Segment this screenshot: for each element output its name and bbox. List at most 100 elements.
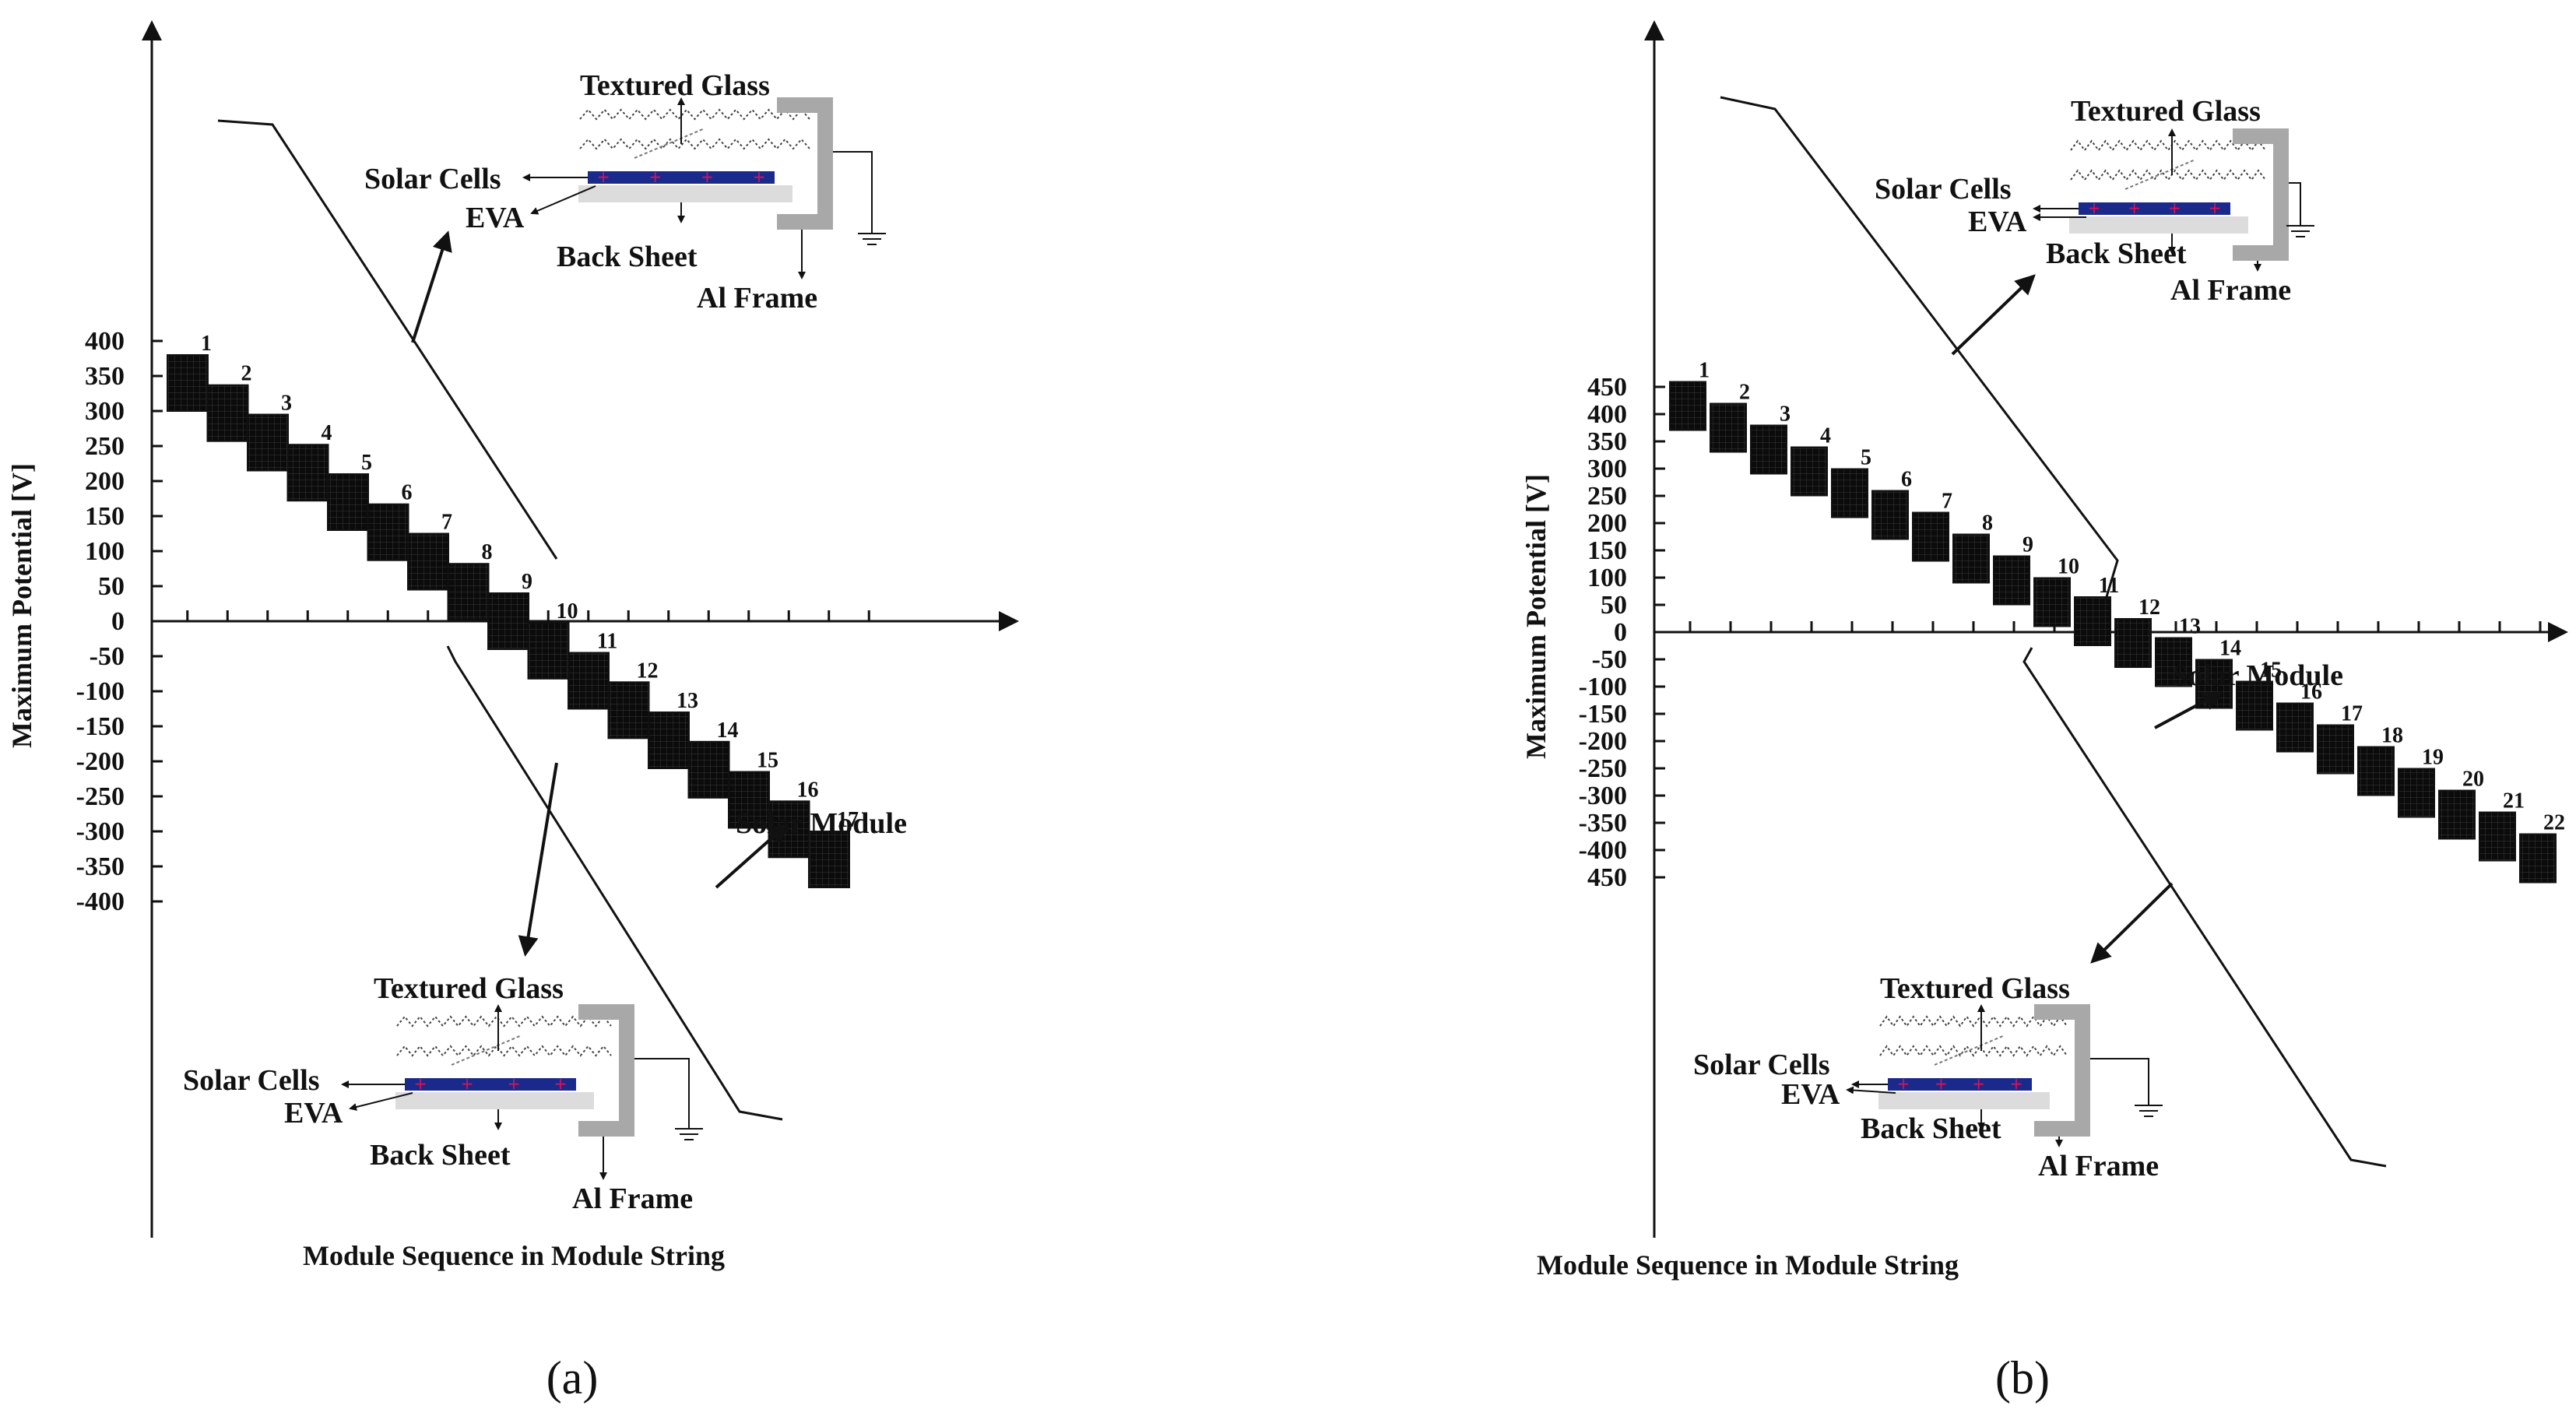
inset-bottom-cell-mark: + <box>1972 1074 1985 1093</box>
y-tick-label: -250 <box>76 782 125 811</box>
inset-top-cell-mark: + <box>2128 199 2141 217</box>
solar-module-marker <box>2276 702 2314 753</box>
module-number: 14 <box>2219 637 2241 661</box>
inset-top-ground-icon <box>2286 225 2314 237</box>
x-axis-title: Module Sequence in Module String <box>303 1240 725 1271</box>
inset-bottom-label-back-sheet: Back Sheet <box>370 1139 511 1172</box>
inset-top-label-eva: EVA <box>1968 206 2027 238</box>
y-tick-label: 400 <box>1587 400 1627 429</box>
module-number: 19 <box>2422 746 2444 770</box>
solar-module-marker <box>1871 490 1909 540</box>
y-tick-label: -350 <box>76 852 125 881</box>
y-tick-label: 0 <box>1614 618 1627 647</box>
arrow-to-bottom-inset <box>2090 882 2174 964</box>
inset-top-cell-mark: + <box>2168 199 2181 217</box>
x-axis-title: Module Sequence in Module String <box>1537 1249 1959 1281</box>
module-number: 15 <box>757 749 778 773</box>
module-number: 14 <box>717 719 739 743</box>
inset-bottom-eva-pointer <box>349 1092 413 1111</box>
solar-module-marker <box>1750 424 1787 475</box>
solar-module-label: Solar Module <box>736 807 907 840</box>
inset-bottom-al-frame <box>2034 1004 2090 1137</box>
inset-top-back-sheet <box>578 185 792 202</box>
y-tick-label: -300 <box>76 817 125 846</box>
inset-bottom-label-solar-cells: Solar Cells <box>183 1064 320 1097</box>
inset-bottom-cell-mark: + <box>414 1074 427 1093</box>
module-number: 20 <box>2462 768 2484 792</box>
solar-module-marker <box>487 592 529 650</box>
inset-top-ground-wire <box>2289 182 2301 226</box>
module-number: 1 <box>1699 359 1710 383</box>
module-number: 15 <box>2260 659 2282 683</box>
y-tick-label: 250 <box>1587 482 1627 511</box>
y-axis-title: Maximum Potential [V] <box>6 463 37 748</box>
inset-bottom-label-al-frame: Al Frame <box>572 1182 693 1215</box>
inset-bottom-back-sheet <box>395 1092 594 1109</box>
module-number: 9 <box>522 570 532 594</box>
inset-top-cell-mark: + <box>2209 199 2222 217</box>
solar-module-marker <box>607 681 650 740</box>
module-number: 16 <box>2300 680 2322 704</box>
panel-b: 450400350300250200150100500-50-100-150-2… <box>1520 20 2568 1404</box>
inset-top-ground-wire <box>833 151 873 234</box>
inset-top-glass-hatch <box>634 128 705 159</box>
inset-top-cell-mark: + <box>701 167 714 186</box>
y-tick-label: 450 <box>1587 863 1627 892</box>
y-tick-label: 350 <box>85 362 125 391</box>
inset-bottom-label-al-frame: Al Frame <box>2038 1150 2159 1182</box>
solar-module-marker <box>1791 446 1828 497</box>
panel-label: (a) <box>546 1352 599 1404</box>
inset-top-label-textured-glass: Textured Glass <box>2071 95 2261 128</box>
module-number: 4 <box>1820 424 1831 448</box>
inset-top-glass-texture-lower <box>579 138 810 150</box>
y-tick-label: -150 <box>76 712 125 741</box>
y-tick-label: -200 <box>1579 727 1627 756</box>
y-tick-label: 100 <box>85 537 125 566</box>
module-number: 4 <box>322 421 332 445</box>
module-number: 21 <box>2503 789 2525 813</box>
inset-bottom-solar-cell-bar <box>1888 1078 2032 1091</box>
solar-module-marker <box>1993 555 2030 606</box>
inset-bottom-cell-mark: + <box>554 1074 568 1093</box>
solar-module-marker <box>2033 577 2071 627</box>
inset-top-solar-cell-bar <box>2079 202 2230 215</box>
module-number: 10 <box>2058 555 2079 579</box>
inset-bottom-solar-cell-bar <box>405 1078 576 1091</box>
inset-top-label-back-sheet: Back Sheet <box>2046 237 2187 270</box>
inset-bottom-cell-mark: + <box>1897 1074 1910 1093</box>
y-tick-label: 200 <box>85 467 125 496</box>
inset-top-glass-texture <box>579 108 810 121</box>
solar-module-marker <box>2074 596 2111 646</box>
module-number: 12 <box>2138 596 2160 620</box>
solar-module-marker <box>2519 833 2557 884</box>
solar-module-marker <box>1710 402 1747 453</box>
y-tick-label: 0 <box>111 607 125 636</box>
y-tick-label: -100 <box>1579 673 1627 701</box>
solar-module-marker <box>367 503 409 561</box>
inset-bottom-label-eva: EVA <box>1781 1078 1840 1111</box>
inset-bottom-glass-hatch <box>1934 1035 2005 1066</box>
inset-top-label-back-sheet: Back Sheet <box>557 241 698 273</box>
module-number: 1 <box>201 332 212 356</box>
y-tick-label: -150 <box>1579 700 1627 729</box>
y-tick-label: -50 <box>90 642 125 671</box>
inset-top-label-al-frame: Al Frame <box>2170 274 2291 307</box>
module-number: 12 <box>637 659 659 683</box>
y-axis-title: Maximum Potential [V] <box>1520 474 1552 759</box>
y-tick-label: -400 <box>76 887 125 916</box>
module-number: 2 <box>1739 381 1750 405</box>
inset-bottom-cell-mark: + <box>2010 1074 2023 1093</box>
inset-bottom-ground-wire <box>2090 1058 2149 1105</box>
inset-bottom-glass-texture-lower <box>1879 1045 2068 1057</box>
inset-bottom-glass-texture <box>396 1015 612 1028</box>
inset-bottom-label-textured-glass: Textured Glass <box>374 972 564 1005</box>
inset-bottom-ground-icon <box>675 1128 703 1140</box>
y-tick-label: -300 <box>1579 782 1627 810</box>
solar-module-marker <box>447 563 490 621</box>
solar-module-marker <box>527 621 570 680</box>
inset-bottom-cell-mark: + <box>1935 1074 1948 1093</box>
inset-top-glass-hatch <box>2124 159 2196 190</box>
